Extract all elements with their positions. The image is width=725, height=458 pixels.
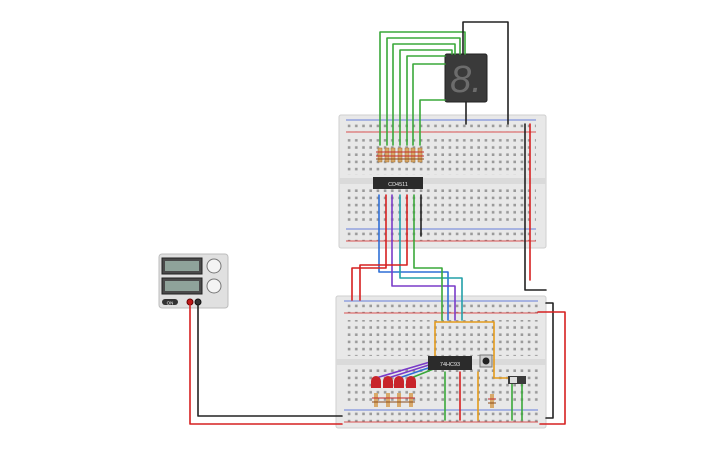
led-resistors[interactable] bbox=[372, 393, 496, 408]
counter-chip-label: 74HC93 bbox=[440, 362, 460, 368]
led[interactable] bbox=[383, 376, 393, 388]
resistor-array[interactable] bbox=[376, 147, 424, 163]
power-supply[interactable]: ON bbox=[158, 253, 229, 309]
breadboard-top[interactable] bbox=[338, 114, 547, 249]
wires bbox=[189, 21, 566, 425]
decoder-chip[interactable]: CD4511 bbox=[373, 177, 423, 189]
decoder-chip-label: CD4511 bbox=[388, 182, 408, 188]
led[interactable] bbox=[406, 376, 416, 388]
led-array[interactable] bbox=[371, 376, 416, 388]
counter-chip[interactable]: 74HC93 bbox=[428, 356, 472, 370]
push-button[interactable] bbox=[479, 354, 493, 368]
power-switch-label: ON bbox=[167, 301, 174, 306]
seven-segment-display[interactable]: 8. bbox=[444, 53, 488, 103]
slide-switch[interactable] bbox=[508, 376, 526, 384]
led[interactable] bbox=[394, 376, 404, 388]
led[interactable] bbox=[371, 376, 381, 388]
display-digit: 8. bbox=[450, 59, 482, 101]
